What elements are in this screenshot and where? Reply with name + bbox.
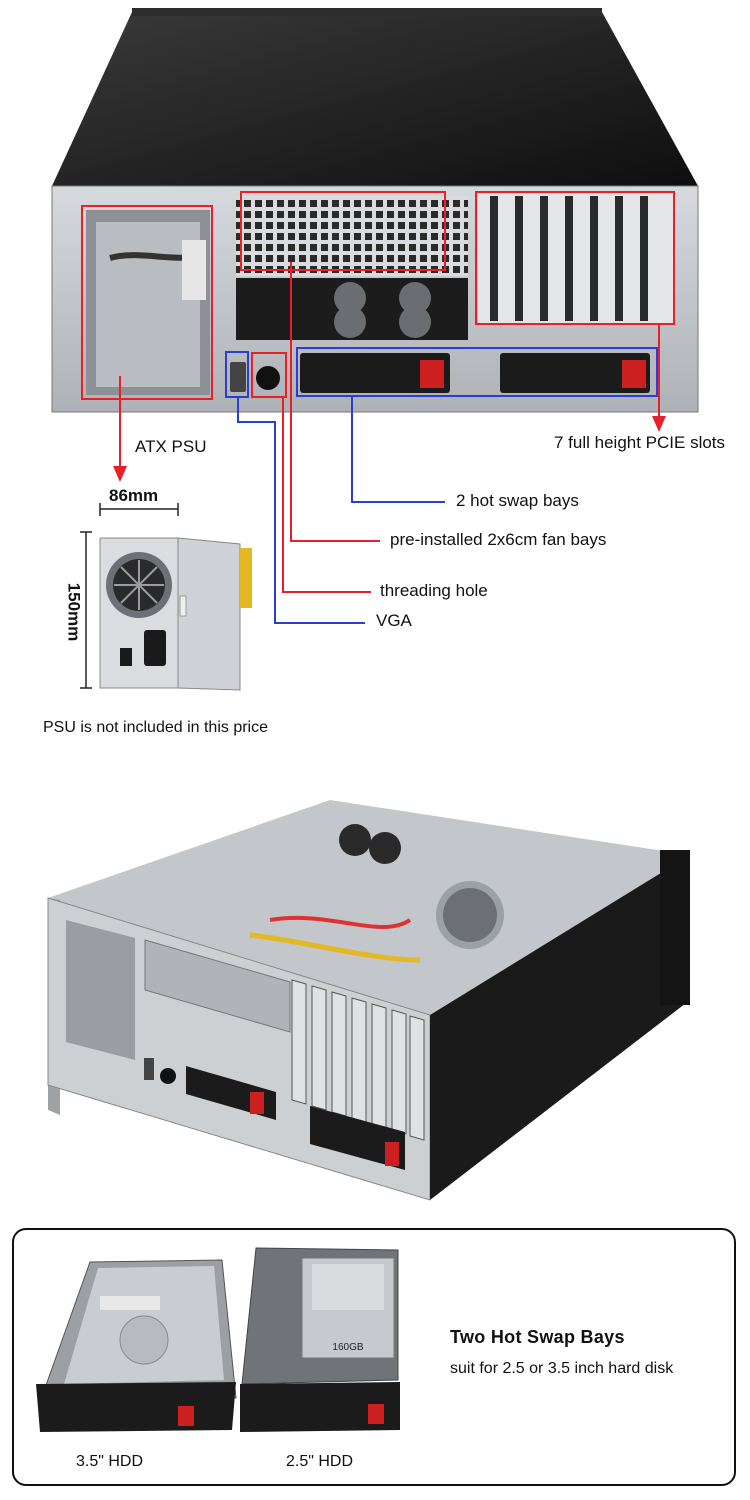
hdd-25-label: 2.5" HDD [286, 1453, 354, 1470]
case-top-lid [52, 12, 698, 186]
rear-view-illustration [51, 8, 699, 691]
psu-note: PSU is not included in this price [43, 719, 268, 736]
hot-swap-subtitle: suit for 2.5 or 3.5 inch hard disk [450, 1360, 674, 1377]
drive-capacity-text: 160GB [332, 1342, 363, 1353]
atx-psu-label: ATX PSU [135, 437, 207, 456]
hot-swap-title: Two Hot Swap Bays [450, 1327, 625, 1347]
hot-swap-label: 2 hot swap bays [456, 491, 579, 510]
psu-width-label: 86mm [109, 486, 159, 505]
hdd-35-label: 3.5" HDD [76, 1453, 144, 1470]
vga-label: VGA [376, 611, 412, 630]
open-chassis-photo [47, 800, 690, 1201]
threading-hole-label: threading hole [380, 581, 488, 600]
pcie-slots-label: 7 full height PCIE slots [554, 433, 726, 452]
fan-bays-label: pre-installed 2x6cm fan bays [390, 530, 607, 549]
psu-illustration [99, 537, 252, 691]
